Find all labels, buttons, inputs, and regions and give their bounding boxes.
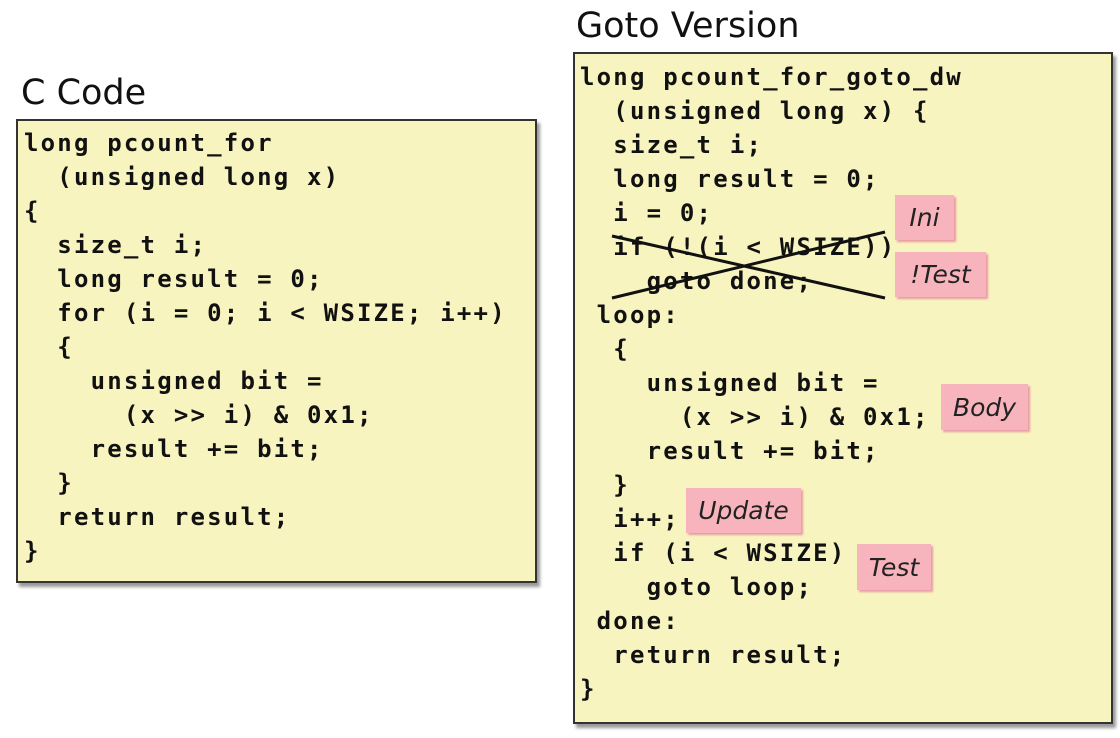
annotation-not-test: !Test: [895, 252, 986, 297]
c-code-title: C Code: [21, 73, 147, 113]
goto-version-title: Goto Version: [576, 6, 800, 46]
code-line: }: [24, 469, 74, 497]
code-line: return result;: [24, 503, 291, 531]
code-line: }: [580, 471, 630, 499]
code-line: (unsigned long x) {: [580, 97, 930, 125]
code-line: i = 0;: [580, 199, 714, 227]
code-line: i++;: [580, 505, 680, 533]
code-line: result += bit;: [24, 435, 324, 463]
code-line: return result;: [580, 641, 847, 669]
annotation-init: Ini: [895, 195, 954, 240]
code-line: (x >> i) & 0x1;: [580, 403, 930, 431]
goto-code-listing: long pcount_for_goto_dw (unsigned long x…: [580, 60, 963, 706]
code-line: unsigned bit =: [24, 367, 324, 395]
code-line: for (i = 0; i < WSIZE; i++): [24, 299, 507, 327]
code-line: (unsigned long x): [24, 163, 341, 191]
code-line: goto loop;: [580, 573, 814, 601]
code-line: }: [24, 537, 41, 565]
code-line: long result = 0;: [24, 265, 324, 293]
annotation-test: Test: [857, 544, 931, 590]
code-line: {: [24, 333, 74, 361]
code-line: long pcount_for: [24, 129, 274, 157]
code-line: {: [24, 197, 41, 225]
code-line: if (i < WSIZE): [580, 539, 847, 567]
code-line: (x >> i) & 0x1;: [24, 401, 374, 429]
code-line: unsigned bit =: [580, 369, 880, 397]
annotation-body: Body: [941, 384, 1028, 430]
code-line: result += bit;: [580, 437, 880, 465]
annotation-update: Update: [686, 488, 801, 533]
code-line: long result = 0;: [580, 165, 880, 193]
code-line: size_t i;: [580, 131, 764, 159]
code-label-done: done:: [580, 607, 680, 635]
code-line: {: [580, 335, 630, 363]
code-line: }: [580, 675, 597, 703]
code-line: size_t i;: [24, 231, 208, 259]
code-label-loop: loop:: [580, 301, 680, 329]
c-code-listing: long pcount_for (unsigned long x) { size_…: [24, 126, 507, 568]
c-code-box: [16, 119, 537, 583]
code-line: long pcount_for_goto_dw: [580, 63, 963, 91]
